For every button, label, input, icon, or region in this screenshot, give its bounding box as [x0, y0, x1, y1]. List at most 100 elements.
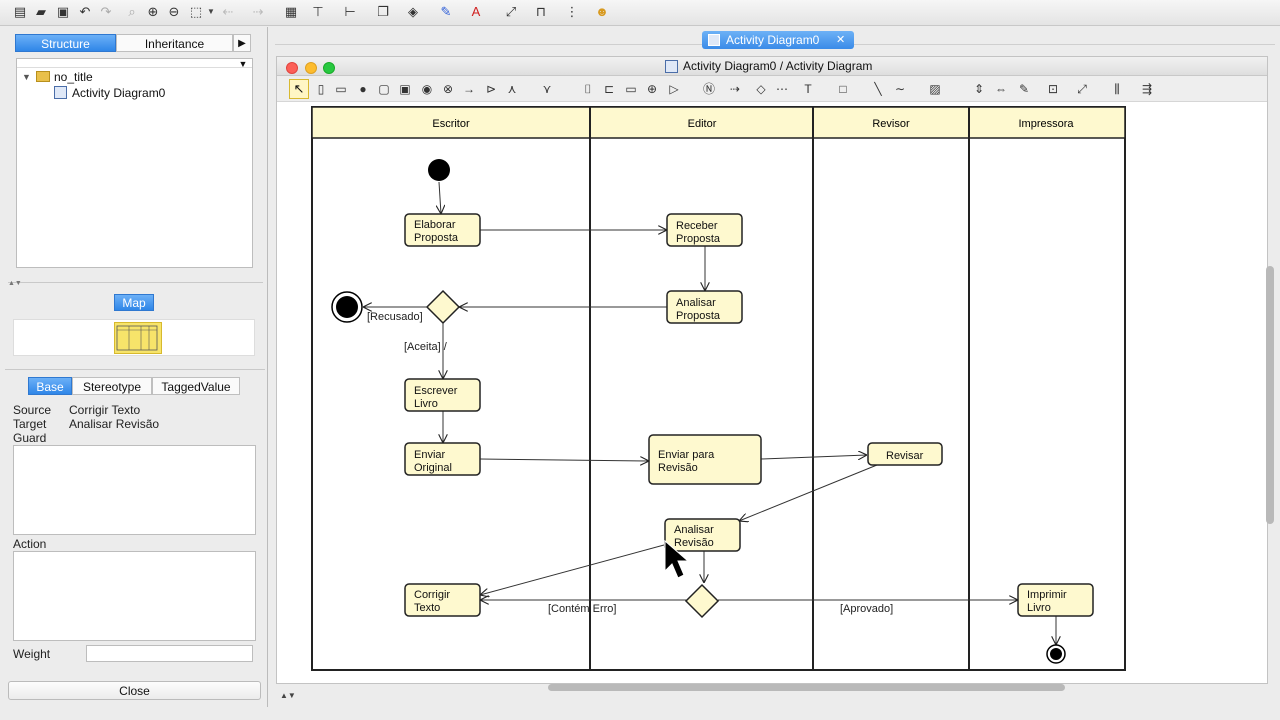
zoom-area-icon[interactable]: ⬚	[189, 4, 203, 19]
swimlane-icon[interactable]: ▯	[317, 82, 325, 96]
back-icon[interactable]: ⇠	[222, 4, 234, 19]
action-textarea[interactable]	[13, 551, 256, 641]
send-signal-icon[interactable]: ⌷	[584, 82, 592, 96]
initial-node[interactable]	[428, 159, 450, 181]
align-columns-icon[interactable]: ⫼	[1114, 82, 1120, 96]
tree-dropdown-icon[interactable]: ▼	[238, 59, 248, 69]
join-icon[interactable]: ⋏	[507, 82, 517, 96]
font-color-icon[interactable]: A	[471, 4, 481, 19]
forward-icon[interactable]: ⇢	[252, 4, 264, 19]
connector-style-icon[interactable]: ⤢	[1077, 82, 1087, 96]
action-imprimir-livro[interactable]	[1017, 583, 1094, 617]
tab-inheritance[interactable]: Inheritance	[116, 34, 233, 52]
horizontal-space-icon[interactable]: ⇔	[995, 82, 1007, 96]
object-node-icon[interactable]: ▣	[399, 82, 411, 96]
line-icon[interactable]: ╲	[874, 82, 882, 96]
splitter-arrows-icon[interactable]: ▲▼	[8, 280, 22, 287]
image-icon[interactable]: ▨	[929, 82, 941, 96]
layout-icon[interactable]: ⊓	[535, 4, 547, 19]
guard-aceita[interactable]: [Aceita] /	[404, 341, 448, 353]
fork-icon[interactable]: ⊳	[485, 82, 497, 96]
zoom-in-icon[interactable]: ⊕	[147, 4, 159, 19]
accept-event-icon[interactable]: ⊏	[603, 82, 615, 96]
guard-textarea[interactable]	[13, 445, 256, 535]
tree-expand-icon[interactable]: ▼	[22, 72, 31, 82]
tree-root-label[interactable]: no_title	[54, 70, 93, 84]
zoom-fit-icon[interactable]: ⌕	[128, 4, 136, 19]
flow-final-icon[interactable]: ⊗	[442, 82, 454, 96]
lane-revisor[interactable]: Revisor	[872, 118, 910, 130]
line-style-icon[interactable]: ⤢	[505, 4, 517, 19]
guard-recusado[interactable]: [Recusado]	[367, 311, 423, 323]
save-icon[interactable]: ▣	[56, 4, 70, 19]
select-pointer-icon[interactable]: ↖	[289, 79, 309, 99]
action-analisar-revisao[interactable]	[664, 518, 741, 552]
close-button[interactable]: Close	[8, 681, 261, 700]
initial-node-icon[interactable]: ●	[359, 82, 367, 96]
zoom-out-icon[interactable]: ⊖	[168, 4, 180, 19]
distribute-icon[interactable]: ⋮	[565, 4, 579, 19]
action-receber-proposta[interactable]	[666, 213, 743, 247]
chevron-down-icon[interactable]: ▼	[207, 7, 215, 16]
partition-icon[interactable]: ▭	[335, 82, 347, 96]
decision-node-revisao[interactable]	[684, 583, 720, 619]
guard-aprovado[interactable]: [Aprovado]	[840, 603, 893, 615]
tab-activity-diagram0[interactable]: Activity Diagram0 ✕	[702, 31, 854, 49]
maximize-window-icon[interactable]	[323, 62, 335, 74]
text-icon[interactable]: T	[804, 82, 812, 96]
decision-node-aceita[interactable]	[425, 289, 461, 325]
object-flow-icon[interactable]: ⇢	[729, 82, 741, 96]
close-window-icon[interactable]	[286, 62, 298, 74]
action-analisar-proposta[interactable]	[666, 290, 743, 324]
control-flow-icon[interactable]: →	[463, 82, 475, 96]
freehand-icon[interactable]: ∼	[894, 82, 906, 96]
action-enviar-original[interactable]	[404, 442, 481, 476]
align-left-icon[interactable]: ⊢	[344, 4, 356, 19]
dotted-line-icon[interactable]: ⋯	[776, 82, 788, 96]
action-node-icon[interactable]: ▢	[378, 82, 390, 96]
horizontal-scrollbar[interactable]	[548, 684, 1065, 691]
minimize-window-icon[interactable]	[305, 62, 317, 74]
splitter-arrows-icon[interactable]: ▲▼	[280, 691, 296, 700]
lane-escritor[interactable]: Escritor	[432, 118, 470, 130]
open-folder-icon[interactable]: ▰	[36, 4, 46, 19]
action-corrigir-texto[interactable]	[404, 583, 481, 617]
smiley-icon[interactable]: ☻	[595, 4, 609, 19]
new-file-icon[interactable]: ▤	[13, 4, 27, 19]
snap-icon[interactable]: ⊡	[1047, 82, 1059, 96]
tab-taggedvalue[interactable]: TaggedValue	[152, 377, 240, 395]
arrange-icon[interactable]: ❐	[377, 4, 389, 19]
tab-base[interactable]: Base	[28, 377, 72, 395]
map-viewport[interactable]	[114, 322, 162, 354]
tab-stereotype[interactable]: Stereotype	[72, 377, 152, 395]
connector-icon[interactable]: ⊕	[646, 82, 658, 96]
final-node-icon[interactable]: ◉	[421, 82, 433, 96]
diagram-canvas[interactable]: Escritor Editor Revisor Impressora	[277, 103, 1267, 683]
guard-contem-erro[interactable]: [Contém Erro]	[548, 603, 616, 615]
pin-icon[interactable]: ▭	[625, 82, 637, 96]
line-color-icon[interactable]: ✎	[440, 4, 452, 19]
tree-child-label[interactable]: Activity Diagram0	[72, 86, 166, 100]
map-preview[interactable]	[13, 319, 255, 356]
action-enviar-para-revisao[interactable]	[648, 434, 762, 485]
auto-layout-icon[interactable]: ⇶	[1141, 82, 1153, 96]
rectangle-icon[interactable]: □	[839, 82, 847, 96]
note-icon[interactable]: ◇	[756, 82, 766, 96]
undo-icon[interactable]: ↶	[79, 4, 91, 19]
pin-tool-icon[interactable]: ✎	[1018, 82, 1030, 96]
note-n-icon[interactable]: Ⓝ	[702, 82, 715, 96]
fill-color-icon[interactable]: ◈	[408, 4, 418, 19]
redo-icon[interactable]: ↷	[100, 4, 112, 19]
tab-map[interactable]: Map	[114, 294, 154, 311]
vertical-space-icon[interactable]: ⇕	[973, 82, 985, 96]
lane-editor[interactable]: Editor	[688, 118, 717, 130]
lane-impressora[interactable]: Impressora	[1018, 118, 1074, 130]
weight-input[interactable]	[86, 645, 253, 662]
vertical-scrollbar[interactable]	[1266, 266, 1274, 524]
signal-icon[interactable]: ▷	[669, 82, 679, 96]
action-escrever-livro[interactable]	[404, 378, 481, 412]
tab-more-arrow-icon[interactable]: ▶	[233, 34, 251, 52]
grid-icon[interactable]: ▦	[284, 4, 298, 19]
action-revisar[interactable]	[867, 442, 943, 466]
close-tab-icon[interactable]: ✕	[836, 34, 846, 46]
